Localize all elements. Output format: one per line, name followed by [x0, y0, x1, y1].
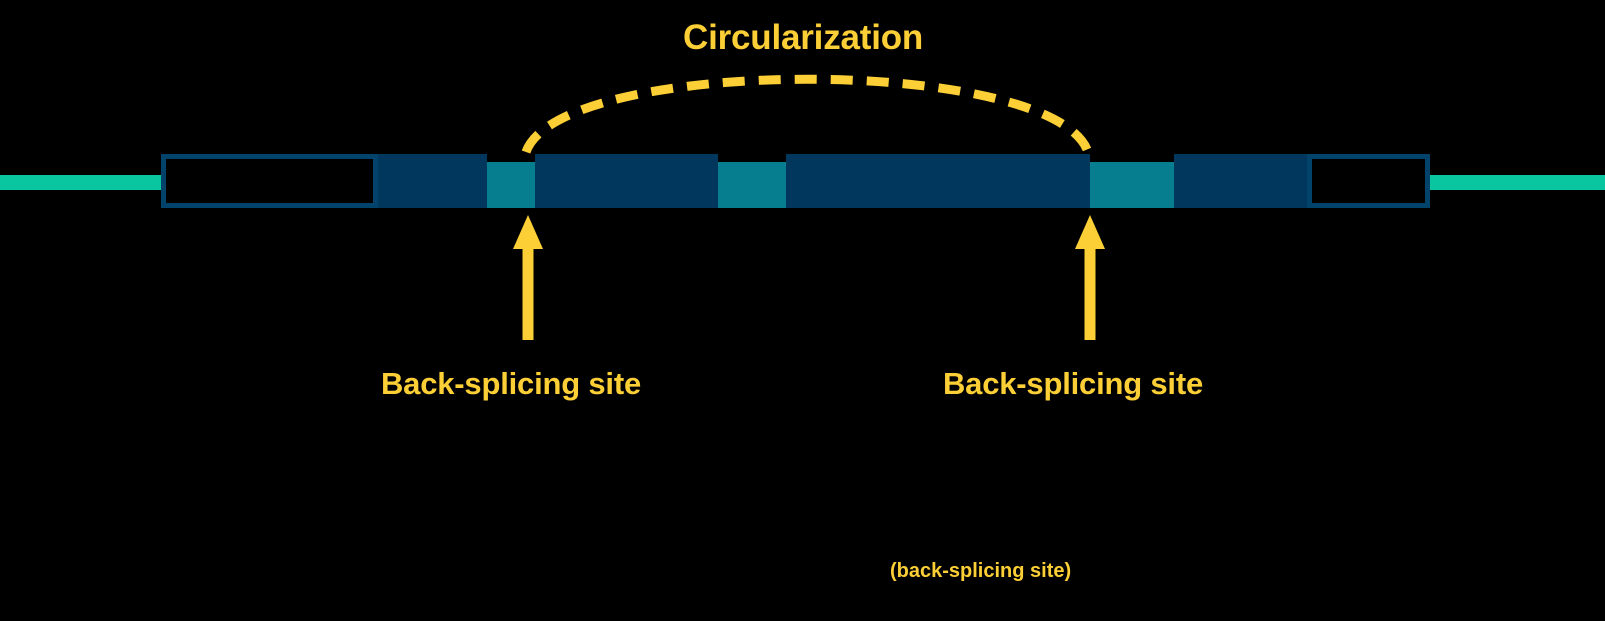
back-splicing-site-caption: (back-splicing site): [890, 560, 1072, 582]
arrow-shaft: [522, 247, 534, 340]
back-splicing-site-label-right: Back-splicing site: [943, 366, 1203, 401]
arrow-head-icon: [513, 215, 543, 249]
intron-block-1: [487, 162, 535, 208]
back-splicing-site-label-left: Back-splicing site: [381, 366, 641, 401]
exon-block-2: [378, 154, 487, 208]
exon-block-1-hollow: [161, 154, 378, 208]
arrow-head-icon: [1075, 215, 1105, 249]
exon-block-3: [535, 154, 718, 208]
arrow-shaft: [1084, 247, 1096, 340]
back-splicing-arrow-right: [1060, 215, 1120, 340]
exon-block-4: [786, 154, 1090, 208]
exon-block-6-hollow: [1307, 154, 1430, 208]
backbone-left-flank: [0, 175, 163, 190]
intron-block-2: [718, 162, 786, 208]
intron-block-3: [1090, 162, 1174, 208]
backbone-right-flank: [1428, 175, 1605, 190]
circularization-title: Circularization: [683, 18, 924, 57]
circularization-arc-path: [521, 74, 1093, 154]
back-splicing-arrow-left: [498, 215, 558, 340]
